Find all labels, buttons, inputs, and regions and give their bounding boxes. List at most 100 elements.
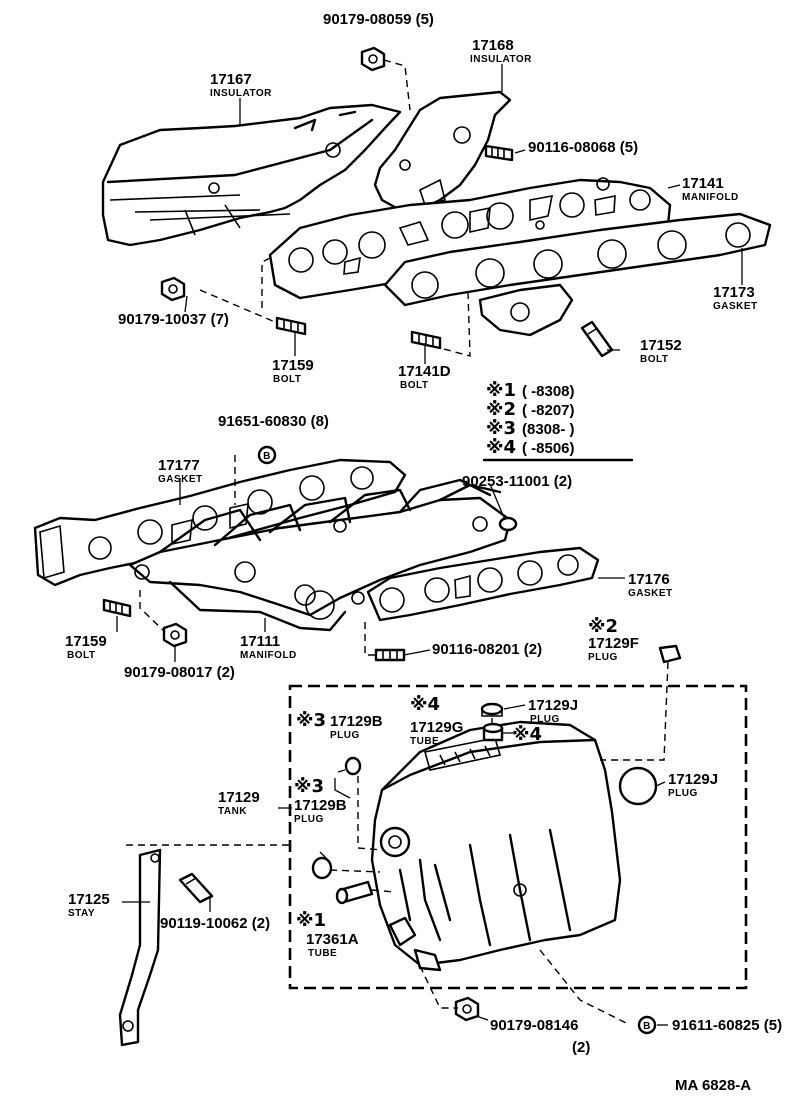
label-17129j-side-name: PLUG (668, 788, 698, 799)
label-17129j-side: 17129J (668, 771, 718, 788)
label-17129j-top: 17129J (528, 697, 578, 714)
legend-range-2: ( -8207) (522, 402, 575, 419)
gasket-17176 (366, 546, 600, 622)
label-17152-name: BOLT (640, 354, 668, 365)
label-90179-10037: 90179-10037 (7) (118, 311, 229, 328)
label-90116-08068: 90116-08068 (5) (528, 139, 638, 156)
mark-3-b-lower: ※3 (294, 776, 324, 797)
circle-b-mark-2: B (643, 1021, 651, 1032)
nut-90179-10037 (160, 276, 186, 302)
mark-3-b-upper: ※3 (296, 710, 326, 731)
legend-range-3: (8308- ) (522, 421, 575, 438)
legend-mark-2: ※2 (486, 399, 516, 420)
label-17177-name: GASKET (158, 474, 203, 485)
nut-90179-08146 (454, 996, 480, 1022)
legend-range-4: ( -8506) (522, 440, 575, 457)
label-17141: 17141 (682, 175, 724, 192)
label-17141-name: MANIFOLD (682, 192, 739, 203)
label-17167-name: INSULATOR (210, 88, 272, 99)
label-17167: 17167 (210, 71, 252, 88)
plug-17129b-upper (344, 756, 362, 776)
mark-4-g: ※4 (512, 724, 542, 745)
legend-range-1: ( -8308) (522, 383, 575, 400)
label-17159-top-name: BOLT (273, 374, 301, 385)
label-17159-top: 17159 (272, 357, 314, 374)
label-17168: 17168 (472, 37, 514, 54)
bolt-91611-60825: B (637, 1015, 657, 1035)
intake-manifold-17111 (128, 478, 512, 632)
label-17361a-name: TUBE (308, 948, 337, 959)
gasket-17173 (383, 212, 772, 337)
gasket-17177 (33, 458, 407, 587)
label-17129g-name: TUBE (410, 736, 439, 747)
label-17129-name: TANK (218, 806, 247, 817)
label-90253-11001: 90253-11001 (2) (462, 473, 572, 490)
callout-labels: 90179-08059 (5) 17168 INSULATOR 17167 IN… (65, 11, 782, 1094)
label-90179-08059: 90179-08059 (5) (323, 11, 434, 28)
exhaust-manifold-17141 (268, 177, 672, 300)
nut-90179-08059 (360, 46, 386, 72)
legend-mark-3: ※3 (486, 418, 516, 439)
circle-b-mark: B (263, 451, 271, 462)
label-17129j-top-name: PLUG (530, 714, 560, 725)
label-17129f: 17129F (588, 635, 639, 652)
label-17159-mid: 17159 (65, 633, 107, 650)
legend-mark-1: ※1 (486, 380, 516, 401)
label-17129b-upper: 17129B (330, 713, 383, 730)
label-17129f-name: PLUG (588, 652, 618, 663)
insulator-17167 (101, 103, 402, 247)
label-17129: 17129 (218, 789, 260, 806)
stud-17141d (410, 330, 442, 350)
label-17176: 17176 (628, 571, 670, 588)
label-17361a: 17361A (306, 931, 359, 948)
label-17141d-name: BOLT (400, 380, 428, 391)
label-17176-name: GASKET (628, 588, 673, 599)
bolt-17152 (580, 320, 614, 358)
plug-17129j-top (480, 702, 504, 717)
label-17111-name: MANIFOLD (240, 650, 297, 661)
cap-90253-11001 (498, 516, 518, 532)
label-17141d: 17141D (398, 363, 451, 380)
stud-90116-08068 (484, 144, 514, 162)
plug-17129j-side (618, 766, 658, 806)
label-17168-name: INSULATOR (470, 54, 532, 65)
bolt-90119-10062 (178, 872, 214, 904)
plug-17129b-lower (311, 856, 333, 880)
label-17173-name: GASKET (713, 301, 758, 312)
tube-17361a (335, 880, 374, 905)
label-17125-name: STAY (68, 908, 95, 919)
label-90179-08017: 90179-08017 (2) (124, 664, 235, 681)
stud-90116-08201 (374, 648, 406, 662)
serial-range-legend: ※1 ( -8308) ※2 ( -8207) ※3 (8308- ) ※4 (… (482, 380, 634, 462)
tank-assembly-box (288, 684, 748, 990)
mark-4-j: ※4 (410, 694, 440, 715)
insulator-17168 (373, 90, 512, 212)
label-17177: 17177 (158, 457, 200, 474)
bolt-91651-60830: B (257, 445, 277, 465)
label-90119-10062: 90119-10062 (2) (160, 915, 270, 932)
label-90179-08146-qty: (2) (572, 1039, 590, 1056)
drawing-number: MA 6828-A (675, 1077, 751, 1094)
label-17129g: 17129G (410, 719, 463, 736)
stay-17125 (118, 848, 162, 1047)
label-90116-08201: 90116-08201 (2) (432, 641, 542, 658)
label-17129b-lower: 17129B (294, 797, 347, 814)
label-91651-60830: 91651-60830 (8) (218, 413, 329, 430)
label-91611-60825: 91611-60825 (5) (672, 1017, 782, 1034)
legend-mark-4: ※4 (486, 437, 516, 458)
label-90179-08146: 90179-08146 (490, 1017, 578, 1034)
label-17111: 17111 (240, 633, 280, 650)
tube-17129g (482, 722, 504, 742)
label-17173: 17173 (713, 284, 755, 301)
mark-1-tube: ※1 (296, 910, 326, 931)
label-17125: 17125 (68, 891, 110, 908)
label-17152: 17152 (640, 337, 682, 354)
label-17129b-upper-name: PLUG (330, 730, 360, 741)
tank-17129 (370, 720, 622, 972)
stud-17159-top (275, 316, 307, 336)
mark-2-f: ※2 (588, 616, 618, 637)
label-17159-mid-name: BOLT (67, 650, 95, 661)
nut-90179-08017 (162, 622, 188, 648)
